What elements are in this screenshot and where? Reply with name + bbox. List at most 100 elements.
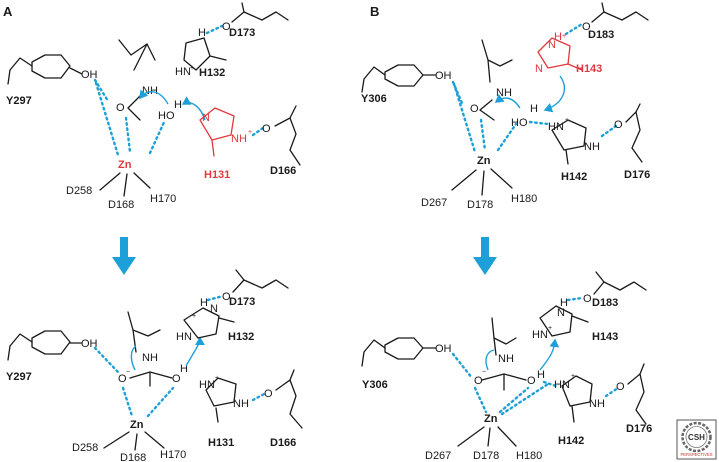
water-h-label: H: [530, 103, 538, 115]
zinc-label: Zn: [118, 159, 132, 171]
his142-plus: +: [565, 117, 569, 124]
ligand-h180: H180: [516, 450, 542, 462]
his131-n: N: [202, 112, 210, 124]
panel-a-top: OH Y297 NH O HO H Zn D258 D168 H170 H: [6, 2, 301, 211]
his-h-label: H: [560, 297, 568, 309]
his142-ring: [561, 375, 593, 423]
his-hn-label: HN: [176, 331, 192, 343]
panel-label-a: A: [3, 4, 13, 19]
water-label: HO: [158, 110, 175, 122]
arrow-down-b: [473, 237, 497, 275]
panel-b-top: OH Y306 NH O HO H Zn D267 D178 H180 H N …: [361, 2, 650, 211]
hydroxyl-label: OH: [81, 338, 98, 350]
his-hn-label: HN: [532, 329, 548, 341]
residue-d176: D176: [626, 423, 652, 435]
residue-y297: Y297: [6, 95, 32, 107]
carboxylate-o: O: [222, 291, 231, 303]
residue-h142: H142: [558, 435, 584, 447]
ligand-h170: H170: [160, 449, 186, 461]
zinc-label: Zn: [477, 155, 491, 167]
his131-nh: NH: [233, 398, 249, 410]
his142-nh: NH: [589, 398, 605, 410]
amide-nh-label: NH: [142, 352, 158, 364]
residue-y306: Y306: [361, 93, 387, 105]
his143-ring: [537, 37, 583, 71]
hydroxyl-o: O: [527, 375, 536, 387]
carboxylate-o-2: O: [262, 123, 271, 135]
residue-h132: H132: [199, 67, 225, 79]
hydroxyl-o: O: [172, 373, 181, 385]
his131-ring: [205, 377, 237, 423]
zinc-label: Zn: [484, 413, 498, 425]
carboxylate-o: O: [582, 21, 591, 33]
carboxylate-o-2: O: [614, 119, 623, 131]
amide-nh-label: NH: [142, 85, 158, 97]
arrow-down-a: [112, 237, 136, 275]
ligand-d178: D178: [473, 450, 499, 462]
hydroxyl-label: OH: [435, 70, 452, 82]
his132-ring: [183, 37, 227, 71]
his-hn-label: HN: [175, 66, 191, 78]
his142-nh: NH: [584, 141, 600, 153]
alkoxide-minus: −: [126, 369, 130, 376]
ligand-d267: D267: [425, 450, 451, 462]
his143-plus: +: [562, 33, 566, 40]
amide-nh-label: NH: [496, 87, 512, 99]
his131-plus: +: [215, 375, 219, 382]
his131-plus: +: [248, 129, 252, 136]
his132-ring: [183, 307, 235, 339]
alkoxide-minus: −: [482, 369, 486, 376]
zinc-label: Zn: [130, 419, 144, 431]
his131-hn: HN: [199, 379, 215, 391]
his-n-label: N: [557, 307, 565, 319]
his131-nh: NH: [231, 133, 247, 145]
water-label: HO: [511, 117, 528, 129]
his142-hn: HN: [548, 121, 564, 133]
residue-h142: H142: [561, 171, 587, 183]
amide-nh-label: NH: [498, 353, 514, 365]
hydroxyl-label: OH: [435, 343, 452, 355]
panel-b-bottom: OH Y306 NH O − O H Zn D267 D178 H180 H H…: [361, 271, 652, 462]
carboxylate-o: O: [583, 293, 592, 305]
carboxylate-o-2: O: [616, 381, 625, 393]
residue-d176: D176: [624, 169, 650, 181]
his-plus: +: [190, 65, 194, 72]
ligand-d168: D168: [108, 199, 134, 211]
hydroxyl-h: H: [537, 369, 545, 381]
his142-ring: [551, 119, 587, 165]
water-h-label: H: [174, 99, 182, 111]
carboxylate-o: O: [222, 21, 231, 33]
ligand-d178: D178: [467, 199, 493, 211]
logo-subtext: PERSPECTIVES: [680, 452, 712, 457]
residue-h131: H131: [208, 437, 234, 449]
residue-y306: Y306: [362, 379, 388, 391]
alkoxide-o: O: [474, 375, 483, 387]
his-plus: +: [192, 313, 196, 320]
ligand-d258: D258: [66, 185, 92, 197]
logo-text: CSH: [688, 433, 705, 442]
ligand-h180: H180: [511, 193, 537, 205]
residue-h143: H143: [592, 331, 618, 343]
ligand-d258: D258: [72, 442, 98, 454]
his142-plus: +: [571, 373, 575, 380]
his-n-label: N: [210, 303, 218, 315]
his-h-label: H: [200, 297, 208, 309]
residue-d166: D166: [270, 437, 296, 449]
panel-label-b: B: [370, 4, 379, 19]
his143-h: H: [554, 31, 562, 43]
residue-h143: H143: [576, 63, 602, 75]
panel-a-bottom: OH Y297 NH O − O H Zn D258 D168 H170 H H…: [6, 269, 303, 462]
residue-h132: H132: [228, 331, 254, 343]
carbonyl-o-label: O: [470, 103, 479, 115]
alkoxide-o: O: [118, 373, 127, 385]
ligand-d168: D168: [120, 452, 146, 462]
hydroxyl-label: OH: [81, 69, 98, 81]
his131-ring: [199, 107, 235, 157]
residue-d183: D183: [592, 297, 618, 309]
his143-n: N: [535, 63, 543, 75]
residue-d173: D173: [229, 296, 255, 308]
csh-perspectives-logo: CSH PERSPECTIVES: [676, 419, 717, 460]
carbonyl-o-label: O: [116, 102, 125, 114]
residue-d166: D166: [270, 165, 296, 177]
